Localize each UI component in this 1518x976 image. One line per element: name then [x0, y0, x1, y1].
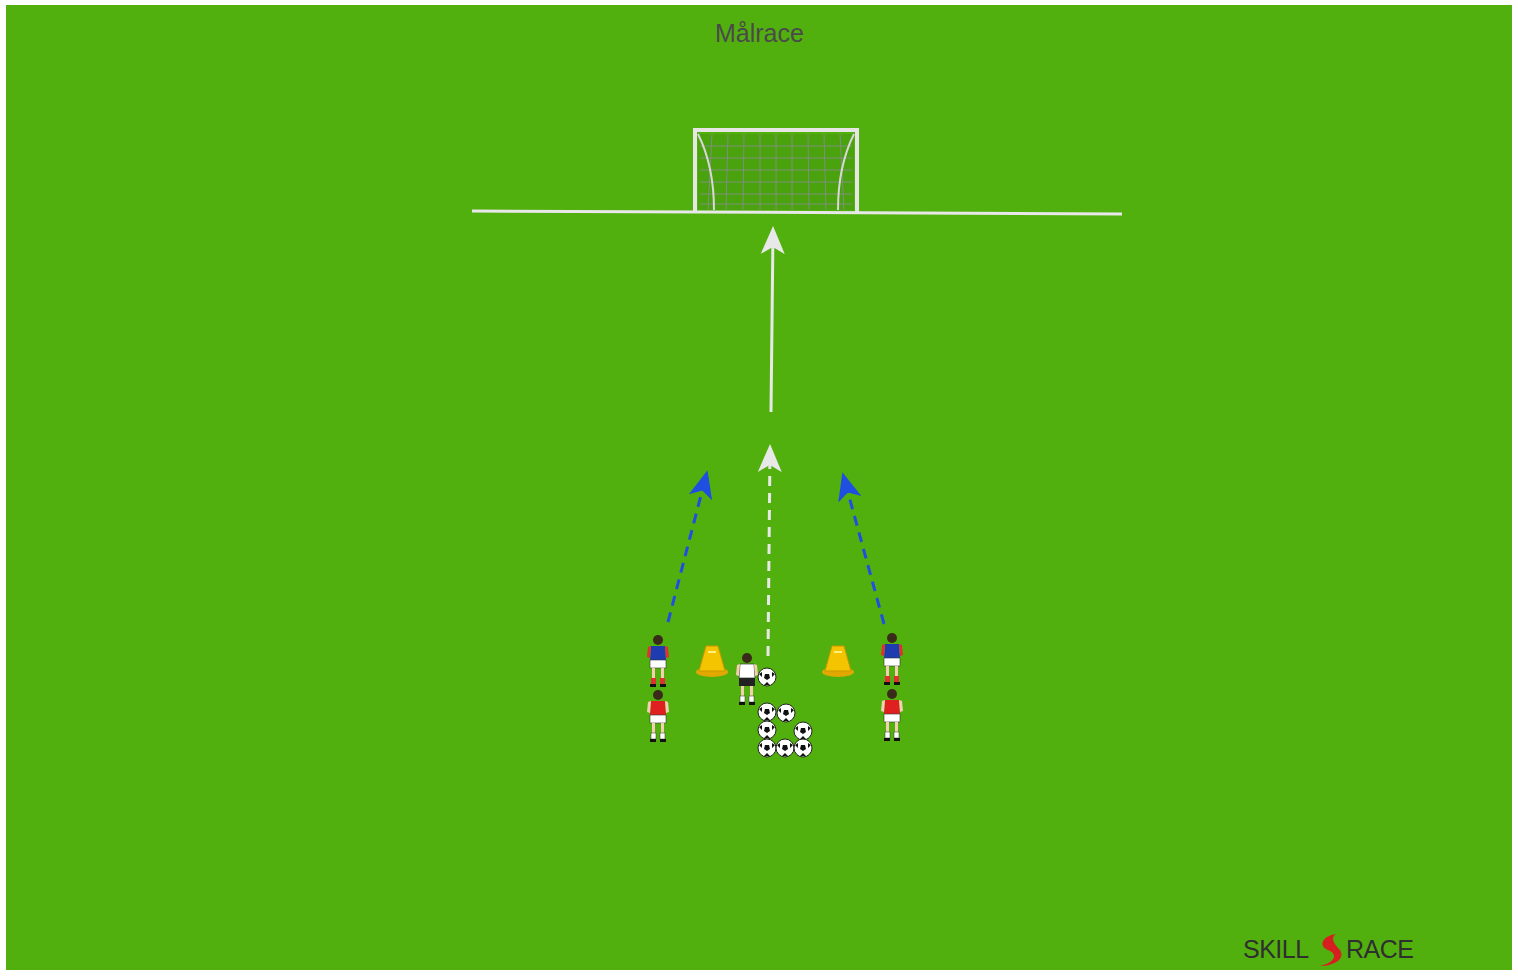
player-red	[647, 690, 669, 742]
run-arrow	[668, 476, 706, 622]
cone	[822, 646, 854, 677]
drill-graphic	[695, 128, 857, 212]
cone	[696, 646, 728, 677]
run-arrow	[844, 478, 884, 624]
player-white	[736, 653, 758, 705]
drill-graphic	[758, 703, 776, 721]
drill-graphic	[758, 739, 776, 757]
drill-graphic	[708, 134, 844, 210]
drill-graphic	[776, 739, 794, 757]
player-blue	[647, 635, 669, 687]
player-red	[881, 689, 903, 741]
pitch	[6, 5, 1512, 970]
dribble-arrow	[768, 450, 770, 656]
logo-text: SKILL	[1243, 935, 1309, 964]
drill-graphic	[758, 721, 776, 739]
shot-arrow	[771, 232, 773, 412]
goal-line	[472, 211, 1122, 214]
drill-graphic	[698, 134, 854, 210]
drill-graphic	[698, 134, 854, 210]
drill-graphic	[777, 704, 795, 722]
football	[758, 668, 776, 686]
drill-graphic	[695, 128, 857, 132]
diagram-title: Målrace	[715, 19, 804, 48]
ball-pile	[758, 703, 812, 757]
drill-graphic	[700, 134, 852, 210]
drill-graphic	[794, 722, 812, 740]
goal	[695, 128, 857, 212]
player-blue	[881, 633, 903, 685]
drill-graphic	[794, 739, 812, 757]
logo-text: RACE	[1346, 935, 1413, 964]
logo-swoosh	[1320, 934, 1341, 966]
